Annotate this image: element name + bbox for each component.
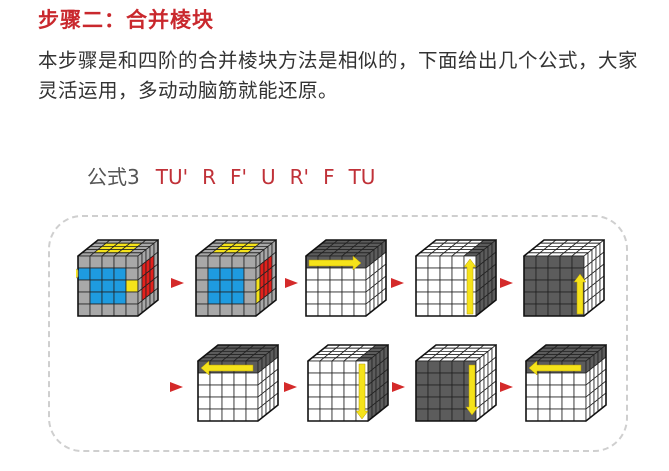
cube-step-9 — [524, 343, 609, 428]
cube-step-6 — [196, 343, 281, 428]
section-title: 步骤二：合并棱块 — [38, 8, 214, 32]
cube-step-3 — [304, 238, 389, 323]
cube-arrow-up-icon — [522, 239, 606, 317]
description-text: 本步骤是和四阶的合并棱块方法是相似的，下面给出几个公式，大家灵活运用，多动动脑筋… — [38, 49, 639, 102]
cube-arrow-left-icon — [196, 344, 280, 422]
cube-colored-icon — [71, 239, 160, 317]
cube-step-8 — [414, 343, 499, 428]
cube-step-7 — [306, 343, 391, 428]
formula-move: TU — [348, 165, 376, 189]
formula-line: 公式3 TU' R F' U R' F TU — [87, 161, 389, 190]
cube-step-5 — [522, 238, 607, 323]
cube-arrow-right-icon — [304, 239, 388, 317]
step-arrow-icon — [391, 278, 404, 288]
cube-arrow-left-icon — [524, 344, 608, 422]
step-arrow-icon — [171, 278, 184, 288]
formula-move: F' — [230, 165, 248, 189]
formula-move: TU' — [155, 165, 189, 189]
step-arrow-icon — [500, 382, 513, 392]
formula-move: F — [323, 165, 335, 189]
cube-arrow-down-icon — [414, 344, 498, 422]
cube-step-1 — [71, 238, 161, 323]
cube-colored-icon — [194, 239, 278, 317]
step-arrow-icon — [500, 278, 513, 288]
cube-arrow-up-icon — [414, 239, 498, 317]
step-arrow-icon — [284, 382, 297, 392]
cube-arrow-down-icon — [306, 344, 390, 422]
step-arrow-icon — [170, 382, 183, 392]
formula-label: 公式3 — [87, 165, 140, 189]
step-arrow-icon — [285, 278, 298, 288]
formula-move: R' — [289, 165, 310, 189]
cube-step-4 — [414, 238, 499, 323]
diagram-frame — [48, 215, 628, 452]
formula-move: R — [202, 165, 216, 189]
step-arrow-icon — [392, 382, 405, 392]
formula-move: U — [261, 165, 276, 189]
cube-step-2 — [194, 238, 279, 323]
